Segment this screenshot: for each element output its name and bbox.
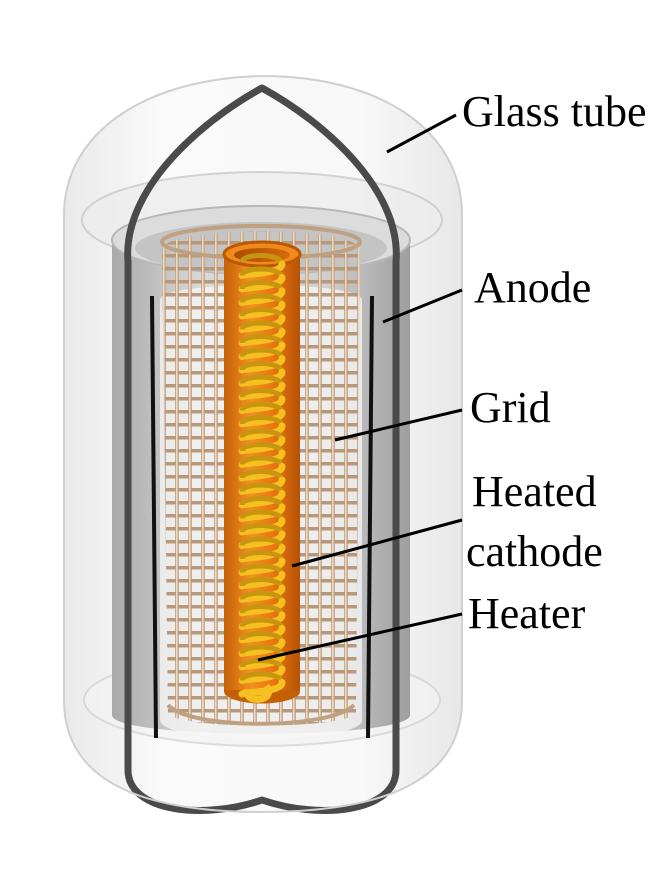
- label-heater: Heater: [468, 589, 586, 638]
- label-anode: Anode: [474, 263, 591, 312]
- leader-lines: [257, 113, 463, 662]
- heater-coil-tail: [243, 683, 272, 703]
- label-heated-cathode: Heated cathode: [466, 467, 608, 576]
- leader-heated-cathode: [291, 518, 463, 568]
- heater: [238, 253, 286, 703]
- anode-left-edge: [150, 295, 158, 739]
- leader-anode: [382, 288, 463, 324]
- leader-grid: [334, 408, 463, 442]
- label-glass-tube: Glass tube: [462, 87, 647, 136]
- heater-coil-front-turn: [238, 679, 286, 698]
- label-heated-cathode-line2: cathode: [466, 527, 603, 576]
- label-grid: Grid: [470, 383, 551, 432]
- grid-bottom-ring: [166, 703, 356, 726]
- glass-outer-edge: [63, 74, 463, 814]
- leader-heater: [257, 612, 463, 662]
- leader-glass-tube: [386, 113, 457, 154]
- label-heated-cathode-line1: Heated: [472, 467, 597, 516]
- anode-right-edge: [366, 295, 374, 739]
